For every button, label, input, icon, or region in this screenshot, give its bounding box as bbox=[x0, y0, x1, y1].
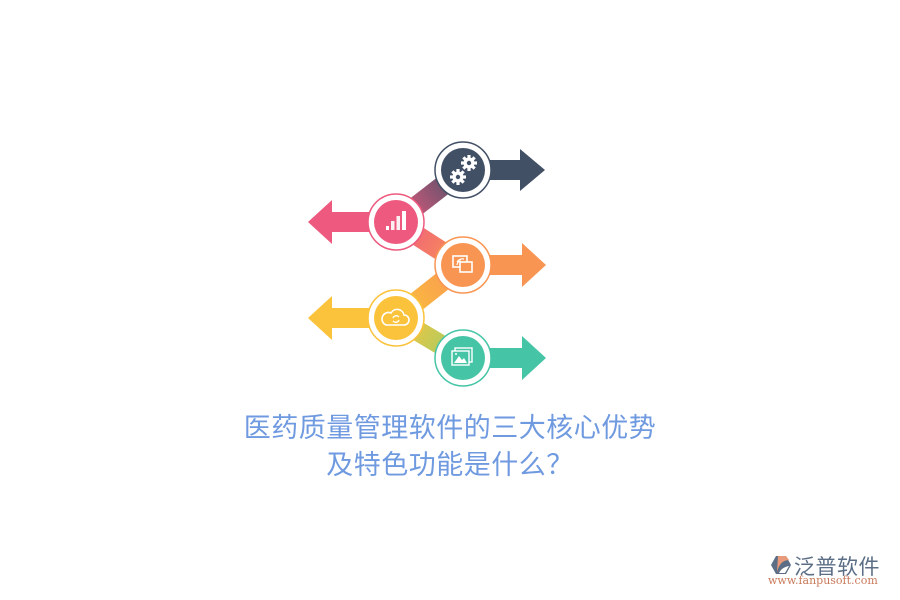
page-title-line-1: 医药质量管理软件的三大核心优势 bbox=[243, 413, 657, 444]
brand-mark-icon bbox=[771, 556, 791, 574]
arrow-1-right bbox=[463, 149, 545, 191]
arrow-3-right bbox=[463, 243, 546, 287]
arrow-5-right bbox=[463, 336, 546, 380]
gears-icon bbox=[450, 155, 477, 185]
step-5-node bbox=[434, 329, 492, 387]
arrow-4-left bbox=[308, 296, 396, 340]
bar-chart-icon bbox=[386, 211, 406, 230]
step-1-node bbox=[434, 141, 492, 199]
brand-logo: 泛普软件 www.fanpusoft.com bbox=[768, 553, 894, 593]
cloud-sync-icon bbox=[381, 308, 410, 326]
image-gallery-icon bbox=[451, 347, 473, 366]
brand-name: 泛普软件 bbox=[794, 555, 880, 579]
screen-cast-icon bbox=[452, 255, 473, 273]
arrow-2-left bbox=[308, 200, 396, 244]
page-title-line-2: 及特色功能是什么？ bbox=[326, 450, 574, 481]
step-4-node bbox=[367, 289, 425, 347]
step-2-node bbox=[367, 193, 425, 251]
brand-url: www.fanpusoft.com bbox=[768, 574, 878, 587]
step-3-node bbox=[434, 236, 492, 294]
